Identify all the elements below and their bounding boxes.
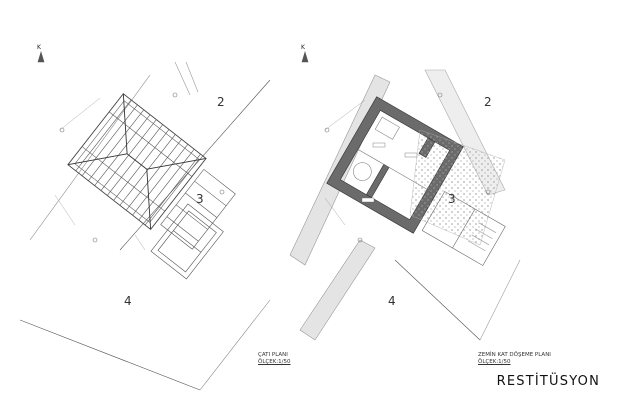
sheet-title: RESTİTÜSYON: [496, 374, 600, 389]
zone-label: 2: [484, 95, 492, 109]
north-label: K: [37, 44, 41, 51]
zone-label: 2: [217, 95, 225, 109]
plan-name: ZEMİN KAT DÖŞEME PLANI: [478, 352, 551, 358]
zone-label: 4: [124, 294, 132, 308]
zone-label: 3: [196, 192, 204, 206]
roof-plan: [19, 50, 271, 391]
zone-label: 4: [388, 294, 396, 308]
plan-scale: ÖLÇEK:1/50: [478, 359, 511, 365]
plan-caption: ZEMİN KAT DÖŞEME PLANI ÖLÇEK:1/50: [478, 352, 551, 366]
north-arrow-icon: [301, 50, 309, 63]
plan-caption: ÇATI PLANI ÖLÇEK:1/50: [258, 352, 291, 366]
north-label: K: [301, 44, 305, 51]
north-arrow-icon: [37, 50, 45, 63]
plan-name: ÇATI PLANI: [258, 352, 288, 358]
ground-floor-plan: [289, 50, 521, 341]
zone-label: 3: [448, 192, 456, 206]
plan-scale: ÖLÇEK:1/50: [258, 359, 291, 365]
